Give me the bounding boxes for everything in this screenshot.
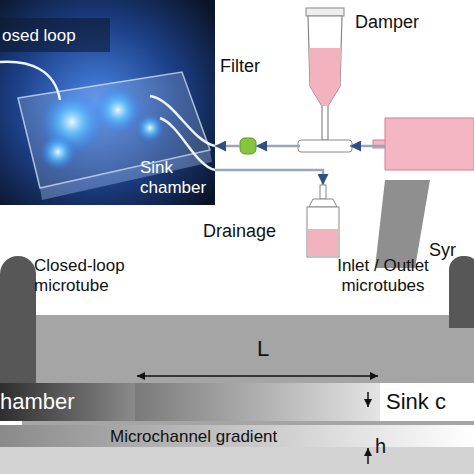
pump-base xyxy=(375,180,430,268)
syringe-body xyxy=(385,118,474,170)
filter-capsule: Filter xyxy=(240,138,256,154)
vessel-nozzle xyxy=(320,185,326,199)
sink-chamber: Sink c xyxy=(380,383,474,421)
node-label: Drainage xyxy=(203,221,298,242)
node-shape xyxy=(240,138,256,154)
photo-tube xyxy=(0,62,60,100)
drainage-vessel: Drainage xyxy=(303,185,343,257)
gradient-band: Microchannel gradient xyxy=(0,425,474,447)
node-label: Sink chamber xyxy=(140,158,214,197)
vessel-cap xyxy=(306,8,344,16)
filter-capsule xyxy=(240,138,256,154)
node-label: Closed-loop microtube xyxy=(34,256,159,295)
tubing-connector xyxy=(215,170,323,185)
photo-background xyxy=(0,0,215,205)
blue-glow xyxy=(94,86,142,134)
tubing-connector xyxy=(215,145,240,148)
node-shape xyxy=(303,185,343,257)
chip-body xyxy=(18,72,210,188)
inlet-outlet-tube: Inlet / Outlet microtubes xyxy=(449,256,474,328)
node-label: osed loop xyxy=(2,26,112,46)
vessel-cap xyxy=(309,199,337,207)
node-label: Sink c xyxy=(386,389,474,414)
blue-glow xyxy=(40,134,76,170)
node-label: Filter xyxy=(220,56,290,77)
node-label: hamber xyxy=(0,389,130,414)
blue-glow xyxy=(136,114,164,142)
dimension-label: h xyxy=(375,435,386,458)
device-photo: osed loopSink chamber xyxy=(0,0,215,205)
substrate xyxy=(0,447,474,474)
node-label: Inlet / Outlet microtubes xyxy=(319,256,447,295)
channel-gradient xyxy=(135,383,380,421)
closed-loop-tube: Closed-loop microtube xyxy=(0,256,36,388)
vessel-body xyxy=(307,207,339,257)
vessel-body xyxy=(308,16,342,140)
node-label: Microchannel gradient xyxy=(110,427,360,447)
vessel-liquid xyxy=(308,229,338,256)
vessel-liquid xyxy=(309,48,341,106)
damper-vessel: Damper xyxy=(300,8,350,152)
tubing-connector xyxy=(350,145,385,148)
node-shape xyxy=(300,8,350,152)
dimension-label: L xyxy=(257,336,269,361)
tubing-connector xyxy=(256,145,300,148)
source-chamber: hamber xyxy=(0,383,135,421)
height-arrow xyxy=(367,448,369,464)
t-connector xyxy=(298,140,352,152)
length-arrow xyxy=(137,375,378,377)
height-arrow xyxy=(367,392,369,407)
syringe-pump: Syr xyxy=(385,118,474,268)
node-label: Damper xyxy=(355,12,445,33)
